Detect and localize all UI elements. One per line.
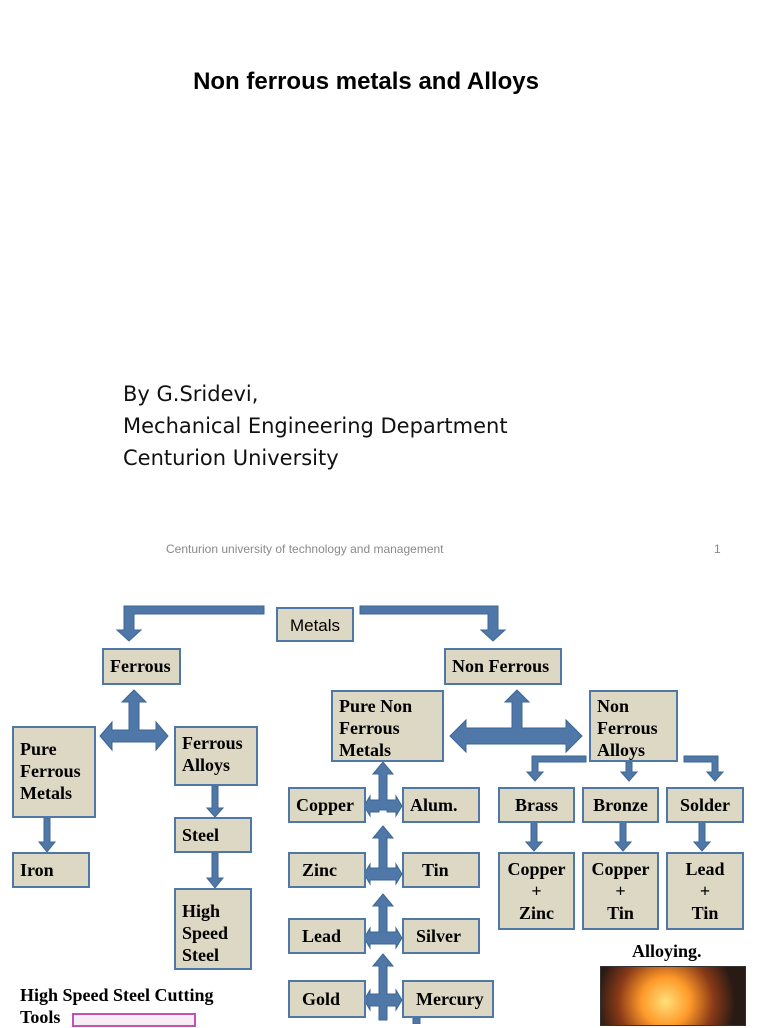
- box-pure-ferrous-metals: Pure Ferrous Metals: [12, 726, 96, 818]
- box-metals: Metals: [276, 607, 354, 642]
- caption-hss-tools: High Speed Steel Cutting Tools: [20, 984, 214, 1028]
- solder-comp-3: Tin: [691, 903, 719, 923]
- caption-alloying: Alloying.: [632, 941, 702, 961]
- arrow-spine-tail: [412, 1017, 421, 1024]
- pure-ferrous-line-1: Pure: [20, 739, 57, 759]
- box-mercury: Mercury: [402, 980, 494, 1018]
- bronze-comp-3: Tin: [607, 903, 634, 923]
- box-ferrous-alloys: Ferrous Alloys: [174, 726, 258, 786]
- arrow-spine-1: [363, 761, 403, 818]
- arrow-alloys-to-solder: [683, 755, 725, 782]
- pure-nf-line-2: Ferrous: [339, 718, 400, 738]
- box-bronze-composition: Copper + Tin: [582, 852, 659, 930]
- arrow-steel-to-hss: [205, 852, 225, 889]
- box-solder-composition: Lead + Tin: [666, 852, 744, 930]
- arrow-alloys-to-steel: [205, 785, 225, 818]
- box-iron: Iron: [12, 852, 90, 888]
- box-ferrous: Ferrous: [102, 648, 181, 685]
- solder-comp-2: +: [699, 881, 711, 901]
- hss-line-1: High: [182, 901, 221, 921]
- pure-nf-line-1: Pure Non: [339, 696, 413, 716]
- box-silver: Silver: [402, 918, 480, 954]
- bronze-comp-2: +: [615, 881, 626, 901]
- author-line-3: Centurion University: [123, 446, 339, 470]
- arrow-spine-4: [363, 953, 403, 1021]
- nf-alloys-line-1: Non: [597, 696, 630, 716]
- box-brass: Brass: [498, 787, 575, 823]
- box-non-ferrous-alloys: Non Ferrous Alloys: [589, 690, 678, 762]
- author-line-1: By G.Sridevi,: [123, 382, 259, 406]
- arrow-bronze-comp: [613, 821, 633, 852]
- hss-line-3: Steel: [182, 945, 219, 965]
- arrow-nonferrous-split: [449, 689, 583, 754]
- arrow-spine-3: [363, 893, 403, 950]
- box-brass-composition: Copper + Zinc: [498, 852, 575, 930]
- box-bronze: Bronze: [582, 787, 659, 823]
- caption-hss-tools-line-1: High Speed Steel Cutting: [20, 985, 214, 1005]
- hss-tools-image: [72, 1013, 196, 1027]
- arrow-metals-to-ferrous: [115, 605, 265, 642]
- brass-comp-3: Zinc: [518, 903, 554, 923]
- box-non-ferrous: Non Ferrous: [444, 648, 562, 685]
- pure-ferrous-line-2: Ferrous: [20, 761, 81, 781]
- bronze-comp-1: Copper: [591, 859, 650, 879]
- author-line-2: Mechanical Engineering Department: [123, 414, 508, 438]
- brass-comp-1: Copper: [507, 859, 566, 879]
- ferrous-alloys-line-1: Ferrous: [182, 733, 243, 753]
- page-number: 1: [714, 542, 721, 556]
- arrow-solder-comp: [692, 821, 712, 852]
- arrow-alloys-to-brass: [525, 755, 587, 782]
- arrow-pure-to-iron: [37, 817, 57, 853]
- brass-comp-2: +: [531, 881, 542, 901]
- arrow-spine-2: [363, 825, 403, 886]
- solder-comp-1: Lead: [685, 859, 725, 879]
- arrow-alloys-to-bronze: [619, 761, 639, 782]
- box-lead: Lead: [288, 918, 366, 954]
- slide-footer: Centurion university of technology and m…: [166, 542, 444, 556]
- box-solder: Solder: [666, 787, 744, 823]
- arrow-metals-to-nonferrous: [359, 605, 507, 642]
- arrow-ferrous-split: [99, 689, 169, 752]
- author-block: By G.Sridevi, Mechanical Engineering Dep…: [123, 378, 508, 474]
- slide-title: Non ferrous metals and Alloys: [193, 68, 539, 95]
- alloying-photo: [600, 966, 746, 1026]
- pure-ferrous-line-3: Metals: [20, 783, 72, 803]
- caption-hss-tools-line-2: Tools: [20, 1007, 61, 1027]
- box-copper: Copper: [288, 787, 366, 823]
- box-zinc: Zinc: [288, 852, 366, 888]
- arrow-brass-comp: [524, 821, 544, 852]
- hss-line-2: Speed: [182, 923, 229, 943]
- nf-alloys-line-2: Ferrous: [597, 718, 658, 738]
- box-gold: Gold: [288, 980, 366, 1018]
- box-tin: Tin: [402, 852, 480, 888]
- box-alum: Alum.: [402, 787, 480, 823]
- box-steel: Steel: [174, 817, 252, 853]
- box-high-speed-steel: High Speed Steel: [174, 888, 252, 970]
- ferrous-alloys-line-2: Alloys: [182, 755, 231, 775]
- pure-nf-line-3: Metals: [339, 740, 391, 760]
- nf-alloys-line-3: Alloys: [597, 740, 646, 760]
- box-pure-non-ferrous-metals: Pure Non Ferrous Metals: [331, 690, 444, 762]
